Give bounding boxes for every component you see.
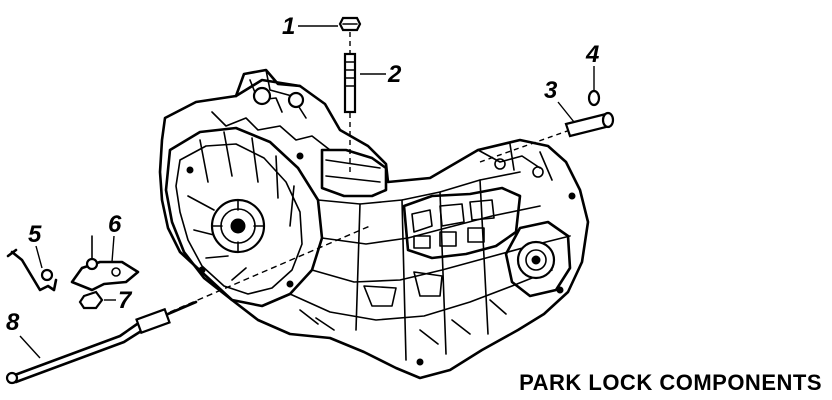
- callout-4: 4: [585, 41, 599, 68]
- part-1-cap: [338, 16, 362, 32]
- callout-7: 7: [118, 287, 133, 314]
- part-2-shaft: [343, 32, 357, 175]
- part-3-pin: [479, 111, 615, 163]
- callout-leaders: [19, 25, 595, 359]
- part-5-bracket: [6, 248, 58, 292]
- callout-1: 1: [282, 13, 295, 40]
- diagram-caption: PARK LOCK COMPONENTS: [519, 370, 822, 395]
- callout-5: 5: [28, 221, 42, 248]
- callout-3: 3: [544, 77, 558, 104]
- part-4-ring: [587, 89, 601, 107]
- callout-8: 8: [6, 309, 20, 336]
- transmission-housing: [158, 68, 590, 380]
- part-7-nut: [78, 290, 104, 310]
- callout-6: 6: [108, 211, 122, 238]
- callout-2: 2: [387, 61, 402, 88]
- part-8-cable-rod: [5, 225, 371, 385]
- part-6-lever-plate: [70, 235, 140, 292]
